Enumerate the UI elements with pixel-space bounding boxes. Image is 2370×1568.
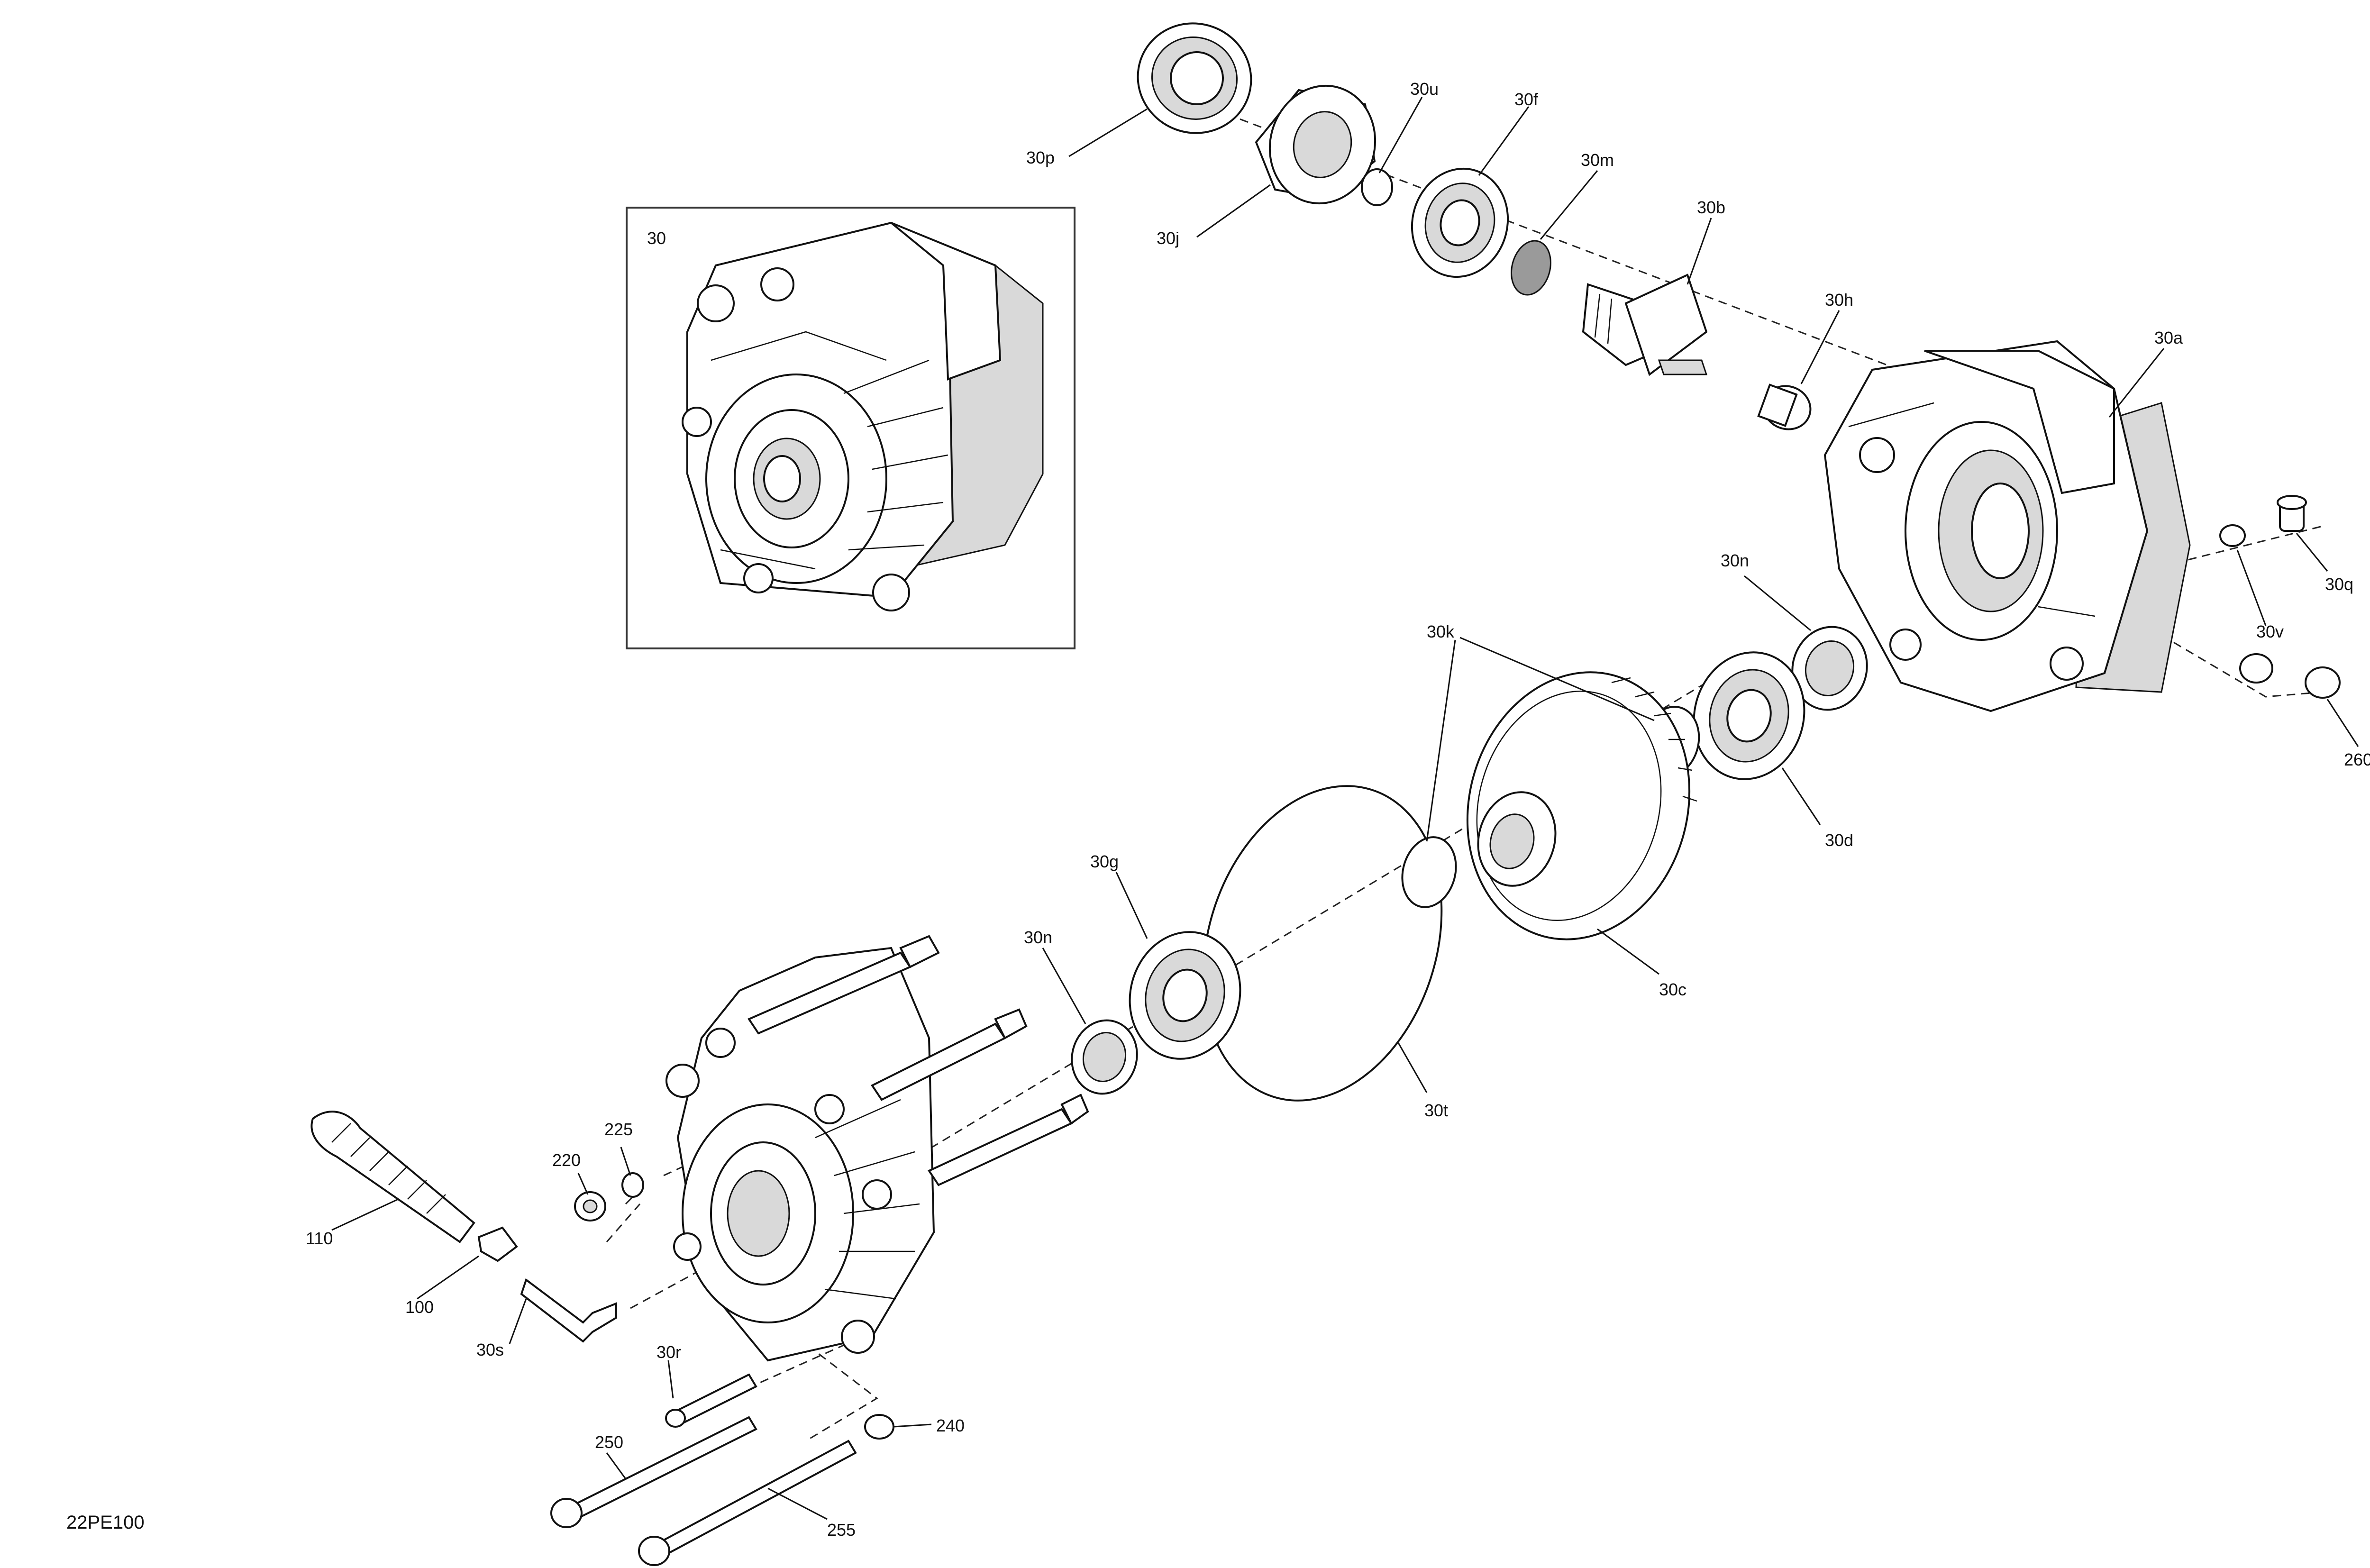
part-100-fitting [477, 1226, 518, 1262]
callout-260: 260 [2344, 750, 2370, 769]
callout-30d: 30d [1825, 830, 1853, 850]
part-30q-breather [2277, 495, 2307, 532]
part-30g-ball-bearing [1129, 931, 1241, 1060]
callout-30n-lower: 30n [1024, 928, 1052, 947]
callout-leaders [331, 97, 2359, 1520]
part-30h-needle-bearing [1757, 383, 1812, 430]
part-30k-shim-small [1401, 836, 1457, 908]
part-30a-housing [1823, 340, 2191, 712]
callout-30s: 30s [476, 1340, 504, 1359]
part-30b-pinion-gear [1582, 273, 1708, 376]
callout-30v: 30v [2256, 622, 2284, 641]
callout-30k: 30k [1427, 622, 1455, 641]
callout-30r: 30r [656, 1342, 681, 1362]
callout-220: 220 [552, 1150, 581, 1170]
part-110-boot [310, 1111, 475, 1243]
part-30p-oil-seal [1137, 22, 1252, 134]
part-cover-assembly [665, 947, 935, 1362]
part-225-washer [621, 1172, 644, 1198]
part-30j-spline-coupler [1255, 84, 1376, 205]
part-30t-o-ring [1202, 785, 1443, 1102]
callout-110: 110 [306, 1229, 333, 1248]
inset-housing-drawing [682, 221, 1044, 611]
part-30v-washer [2219, 524, 2246, 547]
callout-labels: 30p 30j 30u 30f 30m 30b 30h 30a 30q 30v … [306, 79, 2370, 1540]
callout-30b: 30b [1697, 198, 1725, 217]
part-30u-circlip [1361, 168, 1393, 206]
diagram-code: 22PE100 [66, 1512, 145, 1533]
callout-30u: 30u [1410, 79, 1439, 99]
callout-30n-upper: 30n [1721, 551, 1749, 570]
part-255-bolt [638, 1440, 857, 1566]
callout-250: 250 [595, 1432, 623, 1452]
callout-30a: 30a [2154, 328, 2183, 347]
part-30n-seal-upper [1791, 626, 1868, 711]
callout-30g: 30g [1090, 852, 1119, 871]
inset-assembled-view: 30 [626, 207, 1076, 649]
inset-label: 30 [647, 228, 666, 248]
part-30n-seal-lower [1071, 1019, 1138, 1095]
callout-255: 255 [827, 1520, 856, 1540]
part-250-bolt [550, 1416, 757, 1528]
callout-30t: 30t [1424, 1101, 1448, 1120]
callout-225: 225 [604, 1120, 633, 1139]
part-220-nut [574, 1191, 606, 1222]
part-30f-ball-bearing [1411, 167, 1509, 278]
callout-30f: 30f [1514, 90, 1539, 109]
callout-240: 240 [936, 1416, 965, 1435]
callout-100: 100 [405, 1297, 434, 1317]
callout-30m: 30m [1581, 150, 1614, 170]
callout-30h: 30h [1825, 290, 1853, 310]
callout-30p: 30p [1026, 148, 1055, 167]
callout-30j: 30j [1157, 228, 1179, 248]
part-studs [747, 935, 1089, 1186]
part-260-plug [2239, 653, 2341, 699]
part-30c-ring-gear [1466, 671, 1697, 940]
part-30r-dowel [665, 1373, 757, 1428]
part-240-washer [864, 1414, 894, 1440]
part-30s-vent-tube [520, 1278, 617, 1343]
callout-30q: 30q [2325, 574, 2353, 594]
callout-30c: 30c [1659, 980, 1686, 999]
part-30m-shim [1511, 240, 1551, 296]
part-30d-ball-bearing [1693, 651, 1805, 780]
